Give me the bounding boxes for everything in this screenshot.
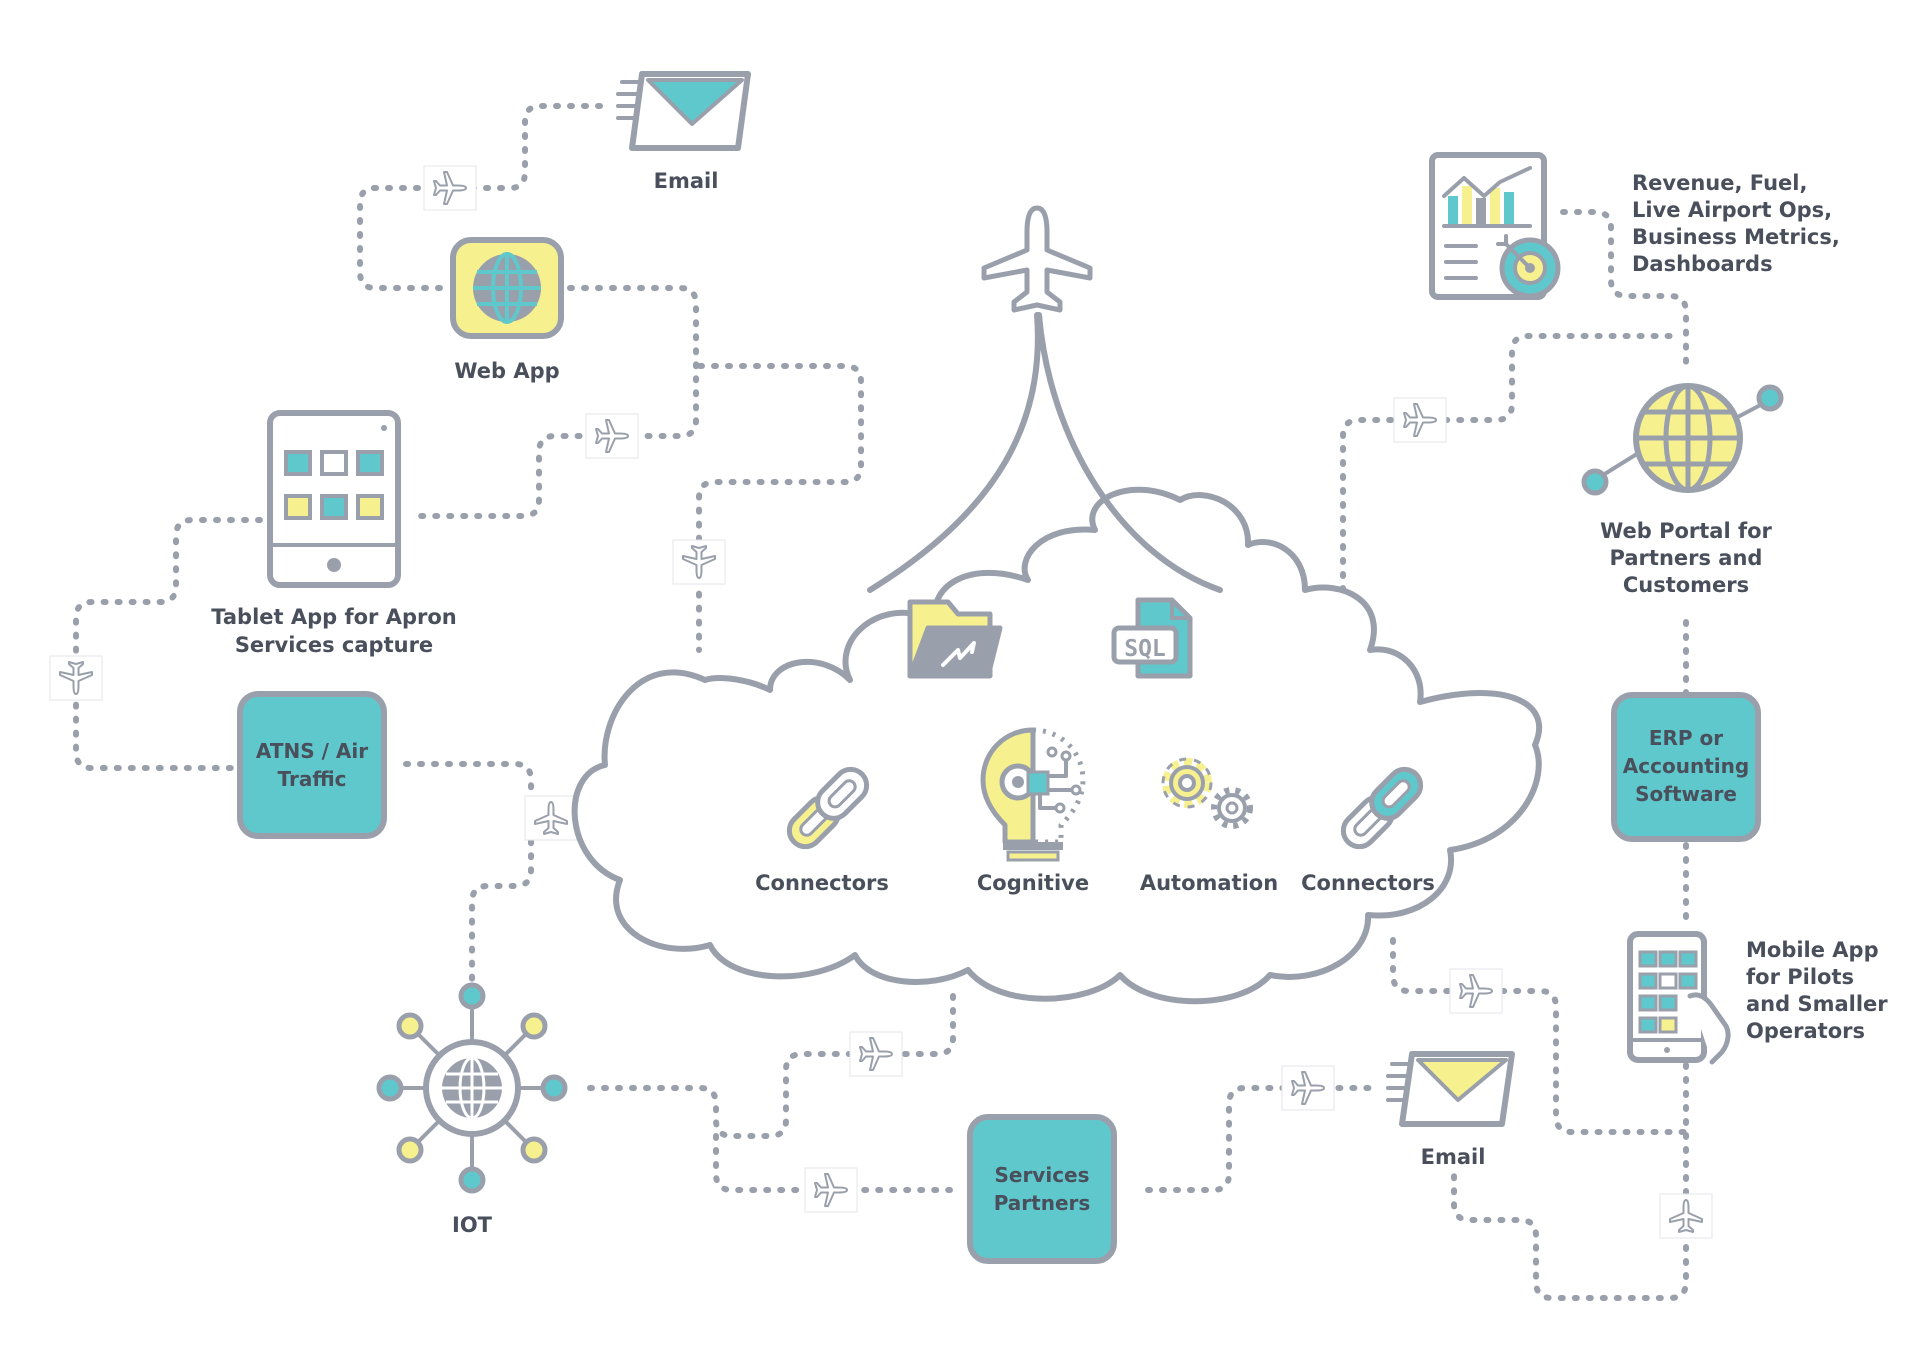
- portal-label-line1: Web Portal for: [1600, 519, 1772, 543]
- dashboard-icon: [1429, 152, 1547, 300]
- email-top-label: Email: [654, 169, 719, 193]
- airplane-icon: [867, 205, 1223, 593]
- lightbulb-icon: [980, 727, 1086, 862]
- revenue-label-line1: Revenue, Fuel,: [1632, 171, 1807, 195]
- revenue-label-line2: Live Airport Ops,: [1632, 198, 1832, 222]
- phone-icon: [1627, 931, 1731, 1065]
- portal-label-line2: Partners and: [1610, 546, 1763, 570]
- cloud-cognitive-label: Cognitive: [977, 871, 1089, 895]
- cloud-connectors-left-label: Connectors: [755, 871, 889, 895]
- atns-box: ATNS / Air Traffic: [237, 691, 387, 839]
- tablet-label-line1: Tablet App for Apron: [211, 605, 457, 629]
- cloud-connectors-right-label: Connectors: [1301, 871, 1435, 895]
- erp-label-line1: ERP or: [1649, 726, 1723, 750]
- folder-icon: [907, 599, 1003, 679]
- chain-link-icon: [1340, 766, 1424, 850]
- revenue-label-line4: Dashboards: [1632, 252, 1773, 276]
- email-bottom-label: Email: [1421, 1145, 1486, 1169]
- revenue-label-line3: Business Metrics,: [1632, 225, 1840, 249]
- globe-icon: [473, 252, 541, 324]
- sql-file-icon: SQL: [1111, 597, 1193, 679]
- web-app-icon: [450, 237, 564, 339]
- portal-label-line3: Customers: [1623, 573, 1749, 597]
- services-label-line2: Partners: [994, 1191, 1091, 1215]
- target-icon: [1496, 234, 1561, 299]
- cloud-icon: [571, 486, 1543, 1005]
- cloud-automation-label: Automation: [1140, 871, 1278, 895]
- services-label-line1: Services: [994, 1163, 1089, 1187]
- atns-label-line2: Traffic: [278, 767, 347, 791]
- globe-icon: [1633, 383, 1743, 493]
- atns-label-line1: ATNS / Air: [256, 739, 368, 763]
- email-bottom-icon: [1386, 1051, 1515, 1127]
- services-partners-box: Services Partners: [967, 1114, 1117, 1264]
- mobile-label-line2: for Pilots: [1746, 965, 1854, 989]
- gears-icon: [1161, 757, 1253, 829]
- web-portal-icon: [1581, 383, 1784, 496]
- erp-label-line2: Accounting: [1623, 754, 1749, 778]
- iot-hub-icon: [376, 982, 568, 1194]
- email-top-icon: [616, 71, 751, 151]
- mobile-label-line1: Mobile App: [1746, 938, 1879, 962]
- tablet-label-line2: Services capture: [235, 633, 433, 657]
- erp-label-line3: Software: [1635, 782, 1737, 806]
- erp-box: ERP or Accounting Software: [1611, 692, 1761, 842]
- tablet-icon: [267, 410, 401, 588]
- sql-label: SQL: [1124, 636, 1166, 662]
- web-app-label: Web App: [454, 359, 559, 383]
- mobile-label-line4: Operators: [1746, 1019, 1865, 1043]
- mobile-label-line3: and Smaller: [1746, 992, 1888, 1016]
- iot-label: IOT: [452, 1213, 493, 1237]
